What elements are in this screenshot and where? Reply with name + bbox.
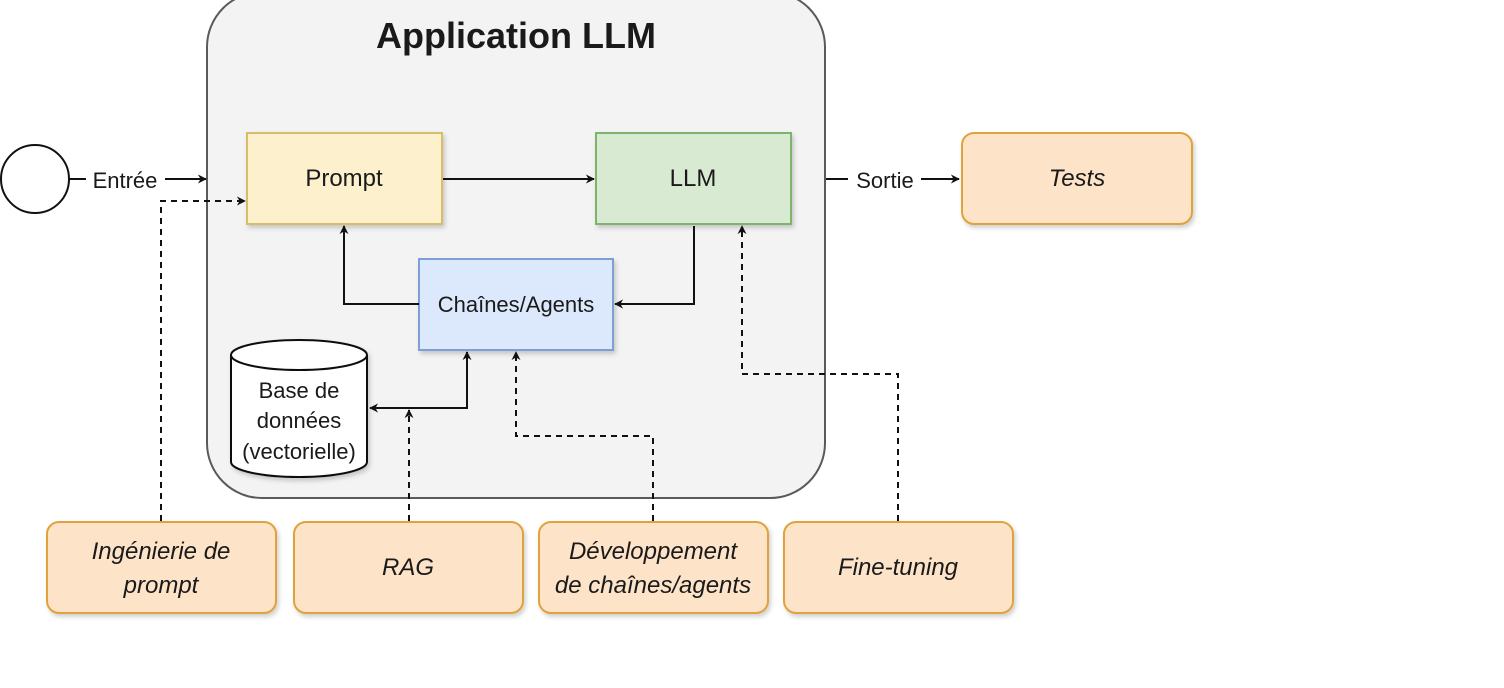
database-label-line-3: (vectorielle) bbox=[242, 439, 356, 464]
fine-tuning-label: Fine-tuning bbox=[838, 554, 959, 581]
llm-to-chains-arrow bbox=[614, 226, 695, 309]
database-top bbox=[230, 339, 368, 371]
prompt-label: Prompt bbox=[305, 165, 383, 192]
prompt-engineering-label-line-1: Ingénierie de bbox=[92, 538, 231, 565]
database-label-line-1: Base de bbox=[259, 378, 340, 403]
llm-box bbox=[595, 132, 792, 225]
output-label: Sortie bbox=[856, 168, 913, 193]
prompt-engineering-label-line-2: prompt bbox=[123, 572, 200, 599]
fine-tuning-box bbox=[783, 521, 1014, 614]
input-label: Entrée bbox=[93, 168, 158, 193]
database-body bbox=[230, 355, 368, 478]
application-title: Application LLM bbox=[376, 15, 656, 56]
prompt-engineering-dashed-arrow bbox=[160, 196, 246, 521]
chains-database-arrow bbox=[369, 351, 472, 413]
input-start-node bbox=[0, 144, 70, 214]
tests-label: Tests bbox=[1049, 165, 1105, 192]
chain-development-box bbox=[538, 521, 769, 614]
chains-agents-label: Chaînes/Agents bbox=[438, 292, 595, 317]
prompt-box bbox=[246, 132, 443, 225]
database-label-line-2: données bbox=[257, 408, 341, 433]
tests-box bbox=[961, 132, 1193, 225]
rag-label: RAG bbox=[382, 554, 434, 581]
chain-development-dashed-arrow bbox=[511, 351, 654, 521]
fine-tuning-dashed-arrow bbox=[737, 225, 899, 521]
database-cylinder bbox=[230, 339, 368, 478]
prompt-engineering-box bbox=[46, 521, 277, 614]
chains-agents-box bbox=[418, 258, 614, 351]
llm-label: LLM bbox=[670, 165, 717, 192]
rag-box bbox=[293, 521, 524, 614]
chain-development-label-line-1: Développement bbox=[569, 538, 738, 565]
chains-to-prompt-arrow bbox=[339, 225, 419, 305]
chain-development-label-line-2: de chaînes/agents bbox=[555, 572, 751, 599]
